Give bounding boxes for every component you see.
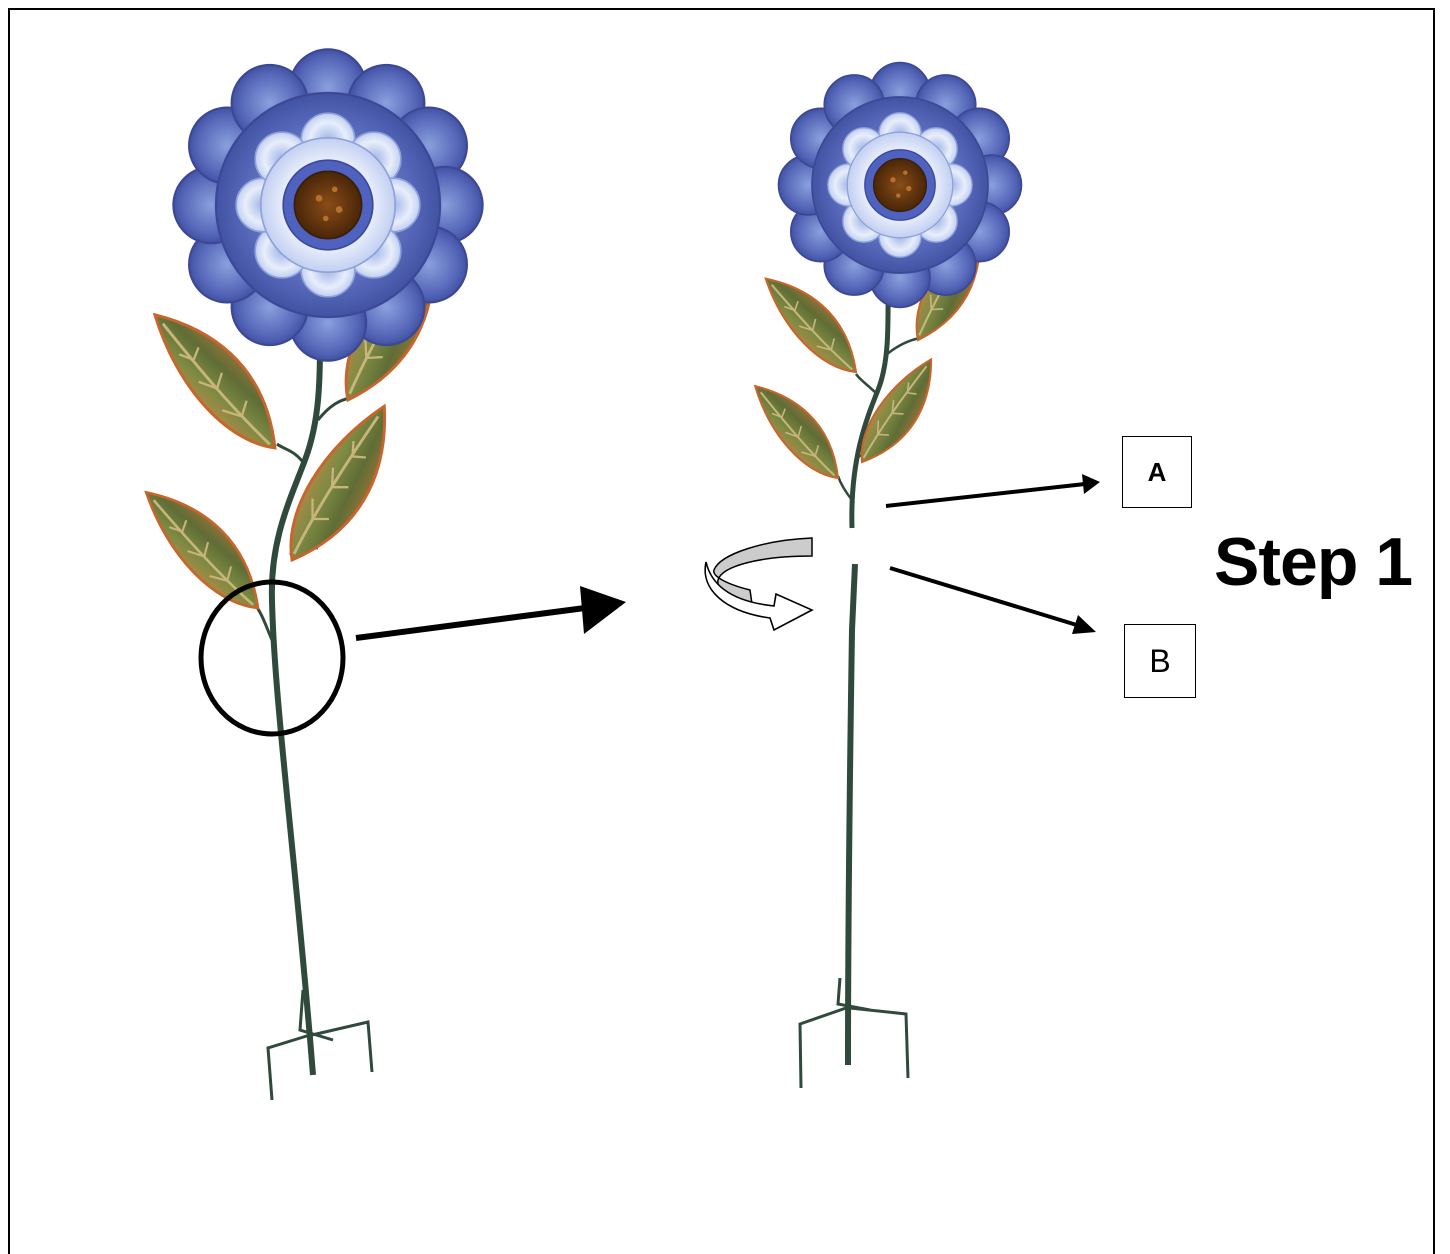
left-leaf-lower-left	[142, 467, 267, 629]
left-leaf-lower-right	[258, 403, 424, 569]
right-lower-stake	[848, 564, 855, 1065]
left-flower-head	[173, 49, 482, 360]
separated-flower-stake	[752, 63, 1021, 1088]
pointer-arrow	[356, 586, 626, 638]
right-upper-stem	[852, 270, 888, 528]
label-b-box: B	[1124, 624, 1196, 698]
right-flower-head	[779, 63, 1022, 308]
rotate-arrow-icon	[705, 538, 812, 630]
arrow-to-a	[886, 474, 1100, 506]
assembled-flower-stake	[142, 49, 482, 1100]
label-b-text: B	[1149, 643, 1170, 680]
arrow-to-b	[890, 568, 1096, 634]
right-ground-prongs	[800, 978, 908, 1088]
right-leaf-lower-left	[752, 368, 845, 494]
step-title: Step 1	[1214, 528, 1412, 596]
left-ground-prongs	[268, 990, 372, 1100]
label-a-text: A	[1148, 457, 1167, 488]
left-stem	[272, 330, 320, 1075]
label-a-box: A	[1122, 436, 1192, 508]
